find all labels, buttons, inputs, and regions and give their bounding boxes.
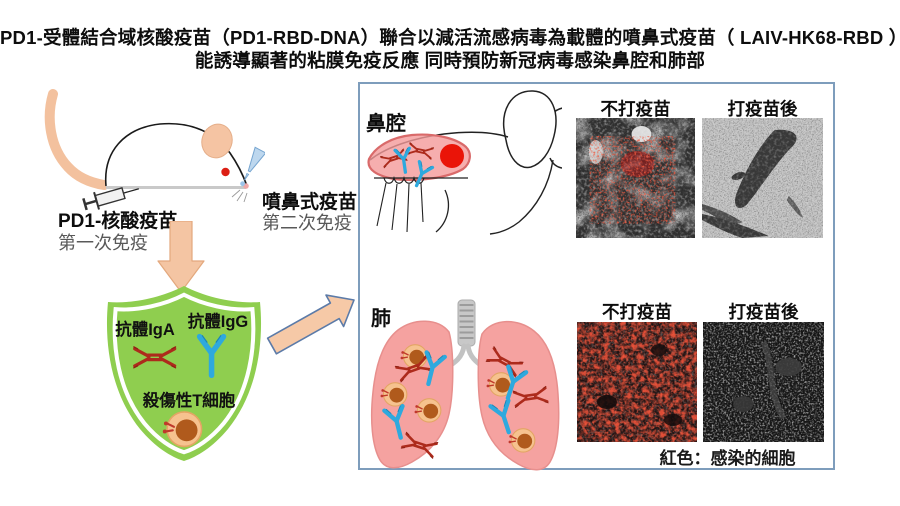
- lung-section-label: 肺: [371, 308, 391, 330]
- red-cells-caption: 紅色：感染的細胞: [659, 449, 796, 468]
- iga-label: 抗體IgA: [115, 321, 175, 339]
- right-lung: [477, 320, 560, 471]
- nasal-cavity-illustration: [367, 90, 562, 235]
- mouse-whiskers: [231, 189, 248, 203]
- figure-title-line2: 能誘導顯著的粘膜免疫反應 同時預防新冠病毒感染鼻腔和肺部: [194, 50, 706, 71]
- boost-vaccine-label: 噴鼻式疫苗: [262, 192, 358, 213]
- nasal-vaccinated-label: 打疫苗後: [727, 99, 798, 119]
- lung-vaccinated-label: 打疫苗後: [728, 302, 799, 322]
- igg-label: 抗體IgG: [187, 313, 249, 331]
- prime-vaccine-label: PD1-核酸疫苗: [58, 211, 178, 232]
- boost-dose-label: 第二次免疫: [262, 213, 352, 233]
- immunity-shield-icon: [106, 286, 262, 461]
- lung-unvaccinated-label: 不打疫苗: [602, 302, 672, 322]
- syringe-icon: [82, 186, 140, 211]
- right-arrow-icon: [266, 294, 355, 355]
- mouse-illustration: [44, 89, 265, 211]
- down-arrow-icon: [157, 221, 205, 293]
- nasal-dropper-icon: [240, 146, 265, 187]
- left-lung: [370, 320, 454, 469]
- mouse-tail: [44, 89, 109, 190]
- mouse-whiskers-lines: [376, 182, 424, 233]
- micrograph-nasal-unvaccinated: [576, 118, 695, 238]
- nasal-section-label: 鼻腔: [366, 113, 406, 135]
- figure-title-line1: PD1-受體結合域核酸疫苗（PD1-RBD-DNA）聯合以減活流感病毒為載體的噴…: [0, 27, 900, 48]
- mouse-eye: [221, 167, 230, 177]
- tcell-label: 殺傷性T細胞: [142, 392, 236, 410]
- micrograph-lung-vaccinated: [703, 322, 824, 442]
- micrograph-nasal-vaccinated: [702, 118, 823, 238]
- micrograph-lung-unvaccinated: [577, 322, 697, 442]
- mouse-eye-red: [440, 144, 464, 168]
- mouse-ear-front: [503, 90, 557, 169]
- prime-dose-label: 第一次免疫: [58, 233, 148, 253]
- nasal-unvaccinated-label: 不打疫苗: [600, 99, 671, 119]
- lungs-illustration: [370, 299, 560, 471]
- trachea: [457, 299, 476, 347]
- mouse-ear: [201, 123, 233, 159]
